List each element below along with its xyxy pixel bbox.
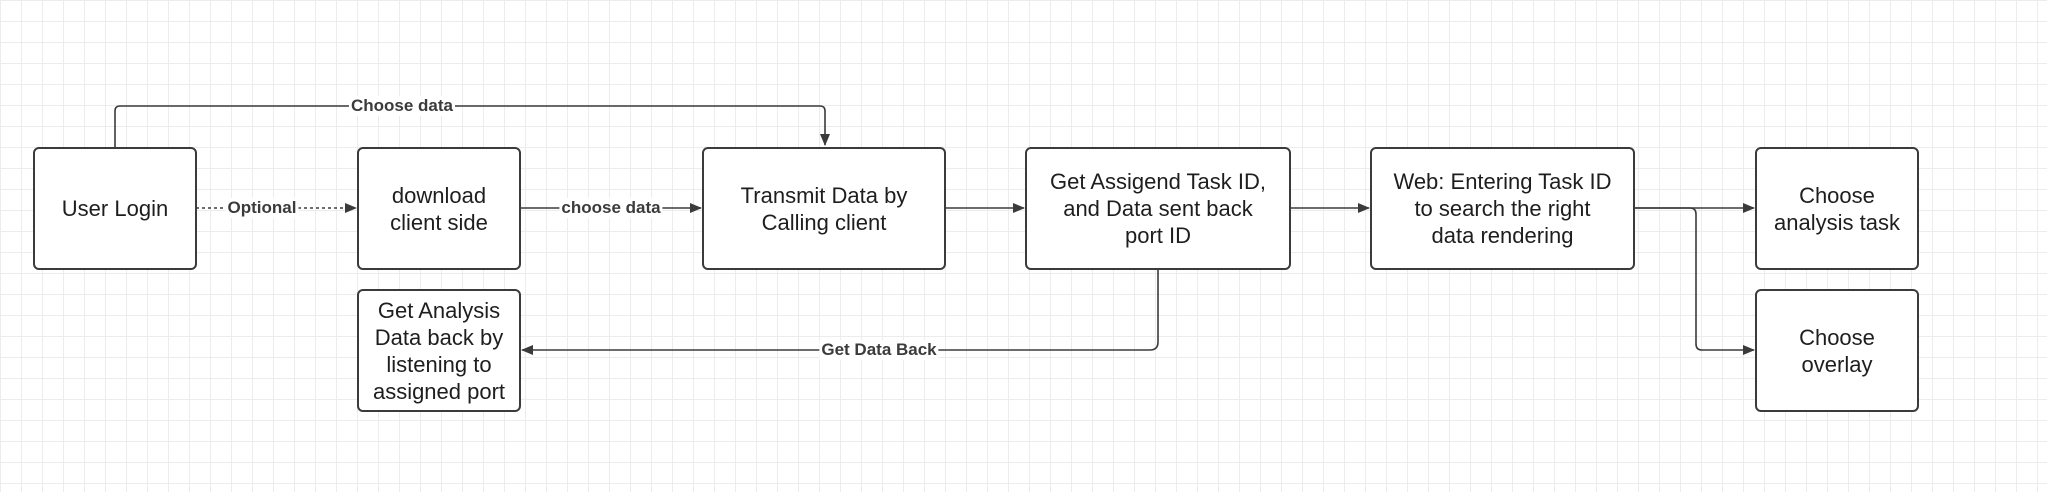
node-user-login[interactable]: User Login xyxy=(33,147,197,270)
edge-taskid-to-getanalysis[interactable] xyxy=(521,269,1159,355)
edge-login-to-transmit[interactable] xyxy=(114,105,830,147)
node-download-client[interactable]: download client side xyxy=(357,147,521,270)
node-choose-overlay[interactable]: Choose overlay xyxy=(1755,289,1919,412)
edge-label-optional: Optional xyxy=(225,198,299,218)
node-choose-analysis[interactable]: Choose analysis task xyxy=(1755,147,1919,270)
node-web-entering[interactable]: Web: Entering Task ID to search the righ… xyxy=(1370,147,1635,270)
node-get-analysis-back[interactable]: Get Analysis Data back by listening to a… xyxy=(357,289,521,412)
node-get-task-id[interactable]: Get Assigend Task ID, and Data sent back… xyxy=(1025,147,1291,270)
edge-web-to-overlay[interactable] xyxy=(1634,207,1755,355)
edge-label-choose-data-mid: choose data xyxy=(559,198,663,218)
edge-label-choose-data-top: Choose data xyxy=(348,96,456,116)
node-transmit-data[interactable]: Transmit Data by Calling client xyxy=(702,147,946,270)
edge-label-get-data-back: Get Data Back xyxy=(819,340,939,360)
